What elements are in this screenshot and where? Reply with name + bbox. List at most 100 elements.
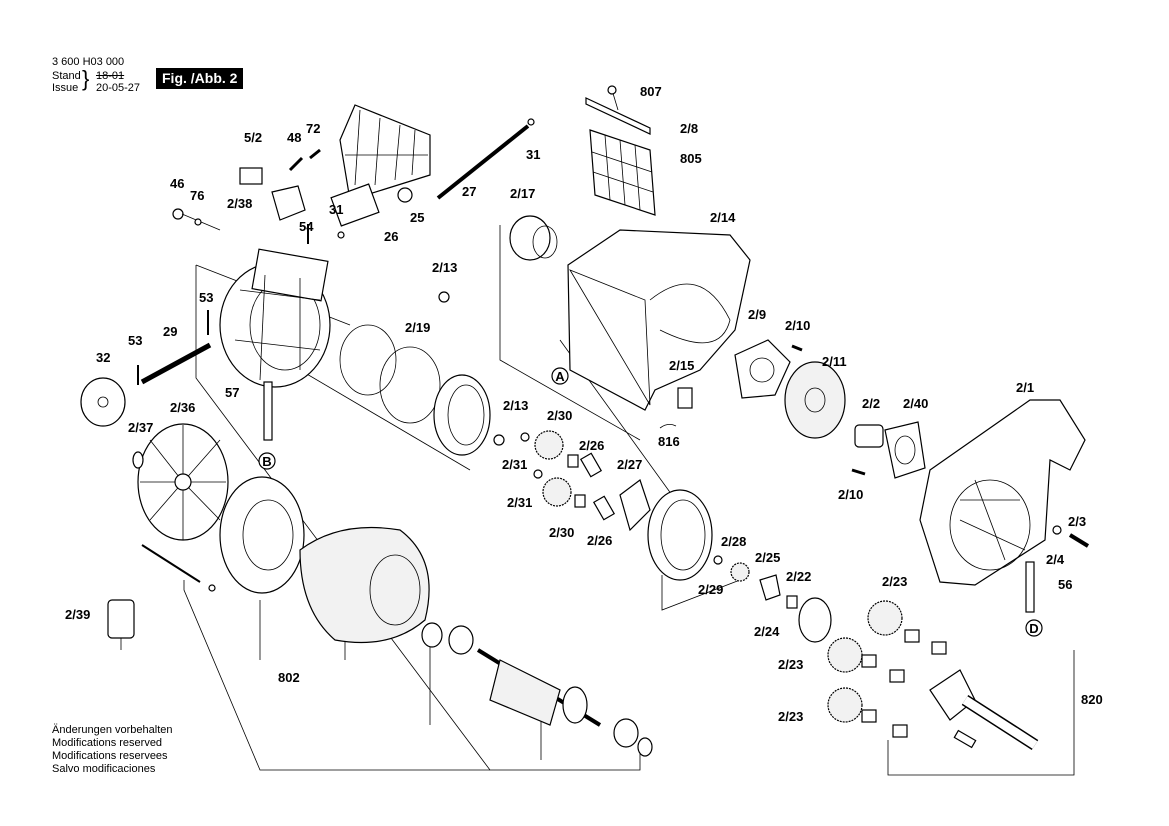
part-labels: 807 2/8 805 5/2 48 72 31 27 46 76 2/38 3… <box>65 84 1103 724</box>
cap-2-17 <box>509 215 558 261</box>
clip-2-31-upper <box>520 432 530 442</box>
note-de: Änderungen vorbehalten <box>52 724 173 736</box>
figure-label: Fig. /Abb. 2 <box>156 68 244 89</box>
stator-802 <box>299 526 430 643</box>
svg-text:B: B <box>262 454 271 469</box>
bushing-g5 <box>861 709 877 723</box>
screw-46 <box>172 208 184 220</box>
part-label: 2/13 <box>503 398 528 413</box>
part-label: 2/38 <box>227 196 252 211</box>
part-label: 2/26 <box>587 533 612 548</box>
gear-2-30-lower <box>542 477 572 507</box>
gear-2-28 <box>730 562 750 582</box>
long-screw <box>141 544 201 583</box>
svg-text:D: D <box>1029 621 1038 636</box>
note-en: Modifications reserved <box>52 737 163 749</box>
bushing-g1 <box>904 629 920 643</box>
part-2-15 <box>677 387 693 409</box>
clip-816 <box>659 424 677 429</box>
washer-2-4 <box>1052 525 1062 535</box>
pin-57 <box>263 381 273 441</box>
part-label: 807 <box>640 84 662 99</box>
disc-2-24 <box>798 597 832 643</box>
part-label: 2/27 <box>617 457 642 472</box>
pin-56 <box>1025 561 1035 613</box>
end-shield <box>219 476 305 594</box>
switch-5-2 <box>239 167 263 185</box>
ring-2-19-b <box>379 346 441 424</box>
gear-ring-lower <box>647 489 713 581</box>
rotor <box>476 648 602 727</box>
bracket-2-8 <box>585 85 651 135</box>
part-label: 2/2 <box>862 396 880 411</box>
part-label: 2/23 <box>778 657 803 672</box>
part-label: 2/1 <box>1016 380 1034 395</box>
switch-housing-2-38 <box>271 185 306 221</box>
part-label: 76 <box>190 188 204 203</box>
shaft-29 <box>140 342 212 385</box>
pin-48 <box>288 156 304 172</box>
screw-2-10-lower <box>851 468 866 476</box>
part-label: 2/40 <box>903 396 928 411</box>
clip-2-31-lower <box>533 469 543 479</box>
housing-2-1 <box>919 399 1086 586</box>
fan-2-36 <box>137 423 229 541</box>
ring-2-19-a <box>339 324 397 396</box>
bushing-g6 <box>892 724 908 738</box>
part-label: 2/29 <box>698 582 723 597</box>
part-label: 2/3 <box>1068 514 1086 529</box>
part-label: 802 <box>278 670 300 685</box>
svg-text:A: A <box>555 369 565 384</box>
part-label: 2/26 <box>579 438 604 453</box>
issue-label: Issue <box>52 82 79 94</box>
gear-2-23-a <box>867 600 903 636</box>
washer-76 <box>194 218 202 226</box>
part-label: 820 <box>1081 692 1103 707</box>
part-label: 2/14 <box>710 210 736 225</box>
note-es: Salvo modificaciones <box>52 763 156 775</box>
part-label: 2/25 <box>755 550 780 565</box>
marker-a: A <box>551 367 569 385</box>
part-label: 25 <box>410 210 424 225</box>
part-label: 72 <box>306 121 320 136</box>
brace-icon: } <box>82 66 90 91</box>
part-label: 2/15 <box>669 358 694 373</box>
part-label: 48 <box>287 130 301 145</box>
motor-housing <box>219 248 331 388</box>
gearbox-housing-2-14 <box>567 229 751 411</box>
part-label: 32 <box>96 350 110 365</box>
part-label: 46 <box>170 176 184 191</box>
part-label: 2/19 <box>405 320 430 335</box>
bushing-g3 <box>861 654 877 668</box>
pin-2-26-upper <box>579 452 603 478</box>
part-label: 2/31 <box>507 495 532 510</box>
part-label: 2/36 <box>170 400 195 415</box>
clip-2-13-upper <box>438 291 450 303</box>
new-date: 20-05-27 <box>96 82 141 94</box>
part-label: 53 <box>128 333 142 348</box>
gear-ring-large <box>433 374 491 456</box>
o-ring <box>421 622 443 648</box>
plate-2-40 <box>884 421 926 479</box>
carrier-2-27 <box>619 479 651 532</box>
gear-2-23-c <box>827 687 863 723</box>
part-label: 56 <box>1058 577 1072 592</box>
ring-2-37 <box>132 451 144 469</box>
impeller-2-11 <box>784 361 846 439</box>
part-label: 2/23 <box>882 574 907 589</box>
part-label: 2/13 <box>432 260 457 275</box>
screw-2-10-upper <box>791 344 803 352</box>
note-fr: Modifications reservees <box>52 750 168 762</box>
clip-lower <box>637 737 653 757</box>
part-label: 816 <box>658 434 680 449</box>
shaft-27 <box>436 124 530 200</box>
filter-grid-805 <box>589 129 656 216</box>
clip-2-29 <box>713 555 723 565</box>
bushing-2-22 <box>786 595 798 609</box>
bushing-g4 <box>889 669 905 683</box>
washer-small <box>208 584 216 592</box>
pin-72 <box>309 148 321 160</box>
part-label: 2/30 <box>547 408 572 423</box>
